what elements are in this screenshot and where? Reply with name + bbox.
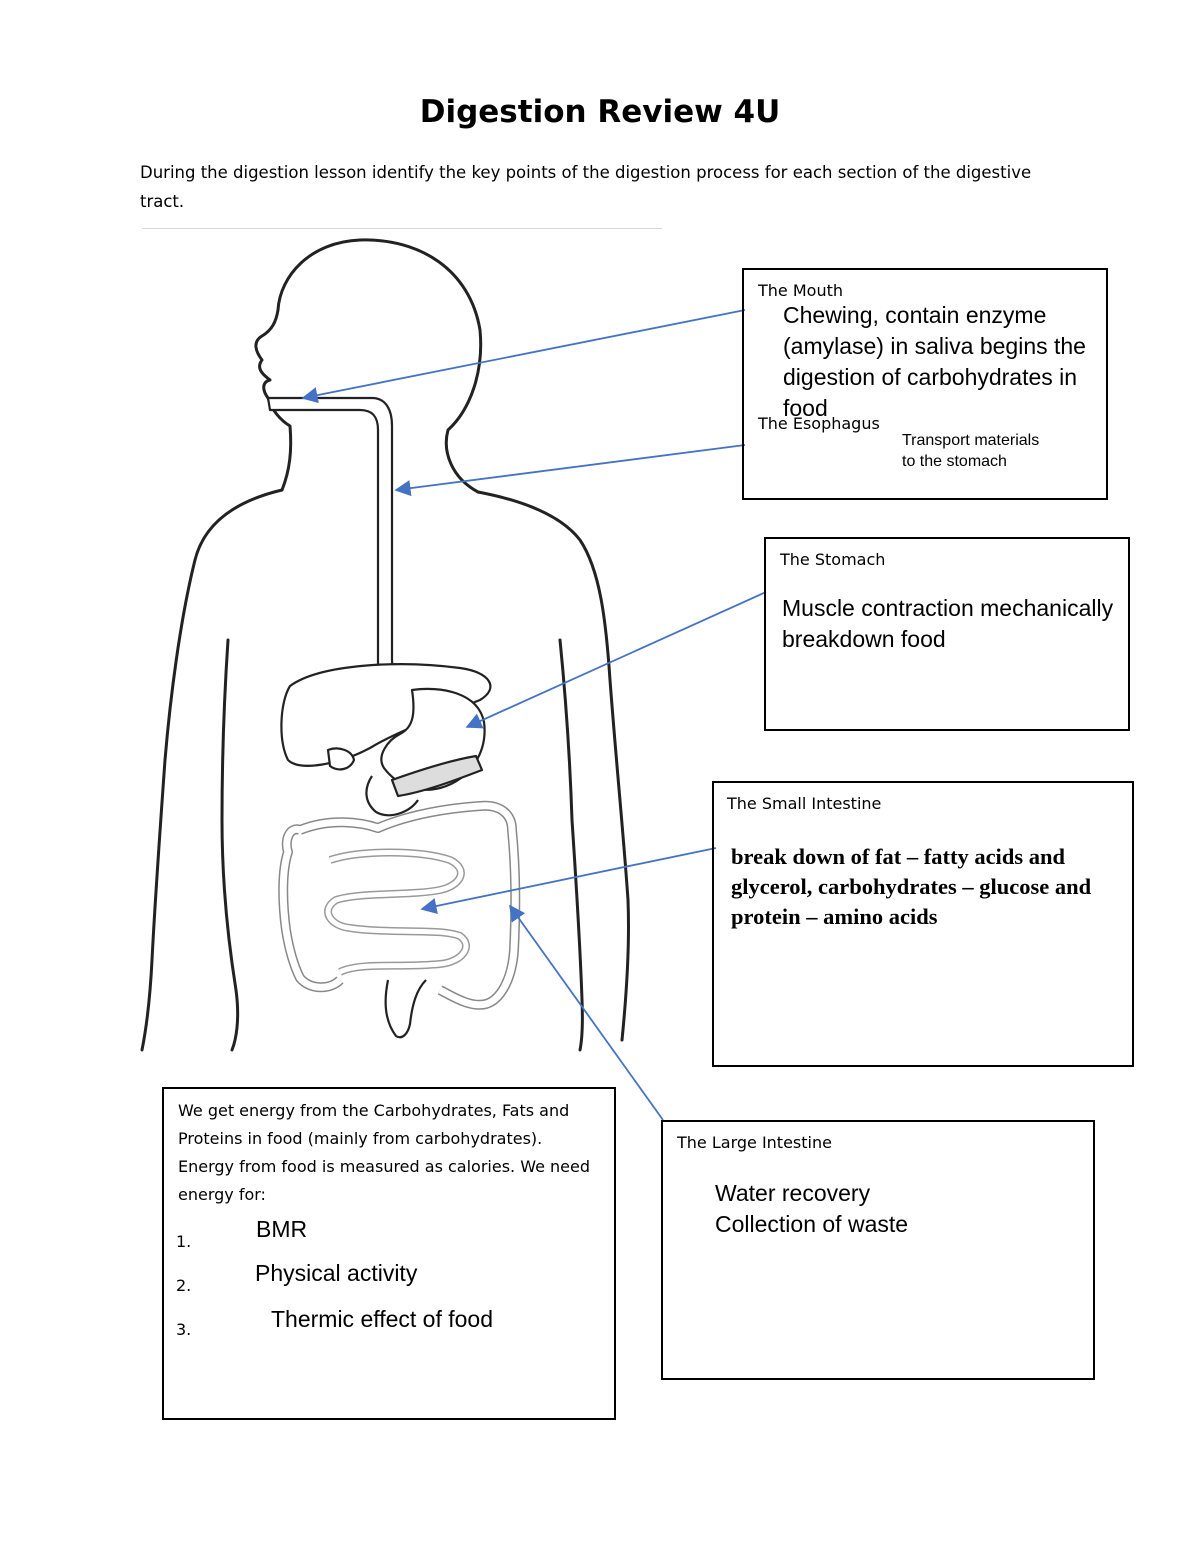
arrow-stomach [465,591,767,729]
energy-item-number: 3. [176,1320,192,1339]
energy-text: We get energy from the Carbohydrates, Fa… [178,1101,590,1204]
small-intestine-box [712,781,1134,1067]
energy-box [162,1087,616,1420]
stomach-label: The Stomach [780,550,886,569]
energy-item-number: 1. [176,1232,192,1251]
arrow-mouth [301,309,746,404]
esophagus-label: The Esophagus [758,414,880,433]
arrow-small-intestine [420,847,717,914]
instructions-text: During the digestion lesson identify the… [140,163,1032,211]
esophagus-answer[interactable]: Transport materials to the stomach [902,432,1040,470]
organs [266,396,521,1039]
large-intestine-label: The Large Intestine [677,1133,832,1152]
energy-item-answer[interactable]: Thermic effect of food [271,1306,494,1332]
large-intestine-answer-line2[interactable]: Collection of waste [715,1211,909,1237]
energy-item-answer[interactable]: BMR [256,1216,308,1242]
mouth-label: The Mouth [758,281,843,300]
stomach-answer[interactable]: Muscle contraction mechanically breakdow… [782,595,1114,652]
body-outline [140,238,631,1052]
energy-item-answer[interactable]: Physical activity [255,1260,418,1286]
stomach-box [764,537,1130,731]
small-intestine-label: The Small Intestine [727,794,882,813]
large-intestine-answer-line1[interactable]: Water recovery [715,1180,871,1206]
page-title: Digestion Review 4U [419,94,781,130]
arrow-esophagus [394,444,746,497]
pointer-arrows [301,309,767,1121]
mouth-answer[interactable]: Chewing, contain enzyme (amylase) in sal… [783,302,1086,421]
mouth-esophagus-box [742,268,1108,500]
divider [142,228,662,229]
small-intestine-answer[interactable]: break down of fat – fatty acids and glyc… [731,844,1092,929]
energy-item-number: 2. [176,1276,192,1295]
large-intestine-box [661,1120,1095,1380]
